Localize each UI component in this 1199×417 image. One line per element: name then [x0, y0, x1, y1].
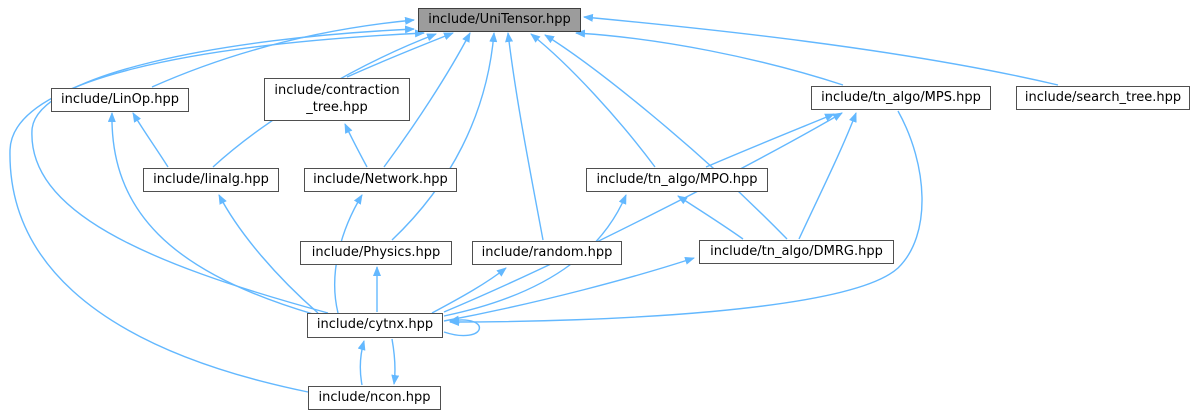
edge-dmrg-mpo [677, 195, 744, 240]
edge-network-contraction [344, 123, 368, 168]
edge-mpo-unitensor [530, 33, 656, 168]
edge-cytnx-linop [107, 112, 314, 315]
node-search-tree[interactable]: include/search_tree.hpp [1016, 86, 1190, 110]
node-network[interactable]: include/Network.hpp [304, 168, 457, 192]
edge-dmrg-unitensor [544, 34, 788, 240]
edge-network-unitensor [383, 32, 471, 168]
node-linalg[interactable]: include/linalg.hpp [143, 168, 279, 192]
edge-ncon-cytnx [357, 340, 366, 386]
edge-cytnx-self-loop [443, 315, 480, 337]
edge-dmrg-mps [798, 112, 857, 240]
edge-random-unitensor [505, 32, 544, 241]
node-physics[interactable]: include/Physics.hpp [300, 241, 452, 265]
node-linop[interactable]: include/LinOp.hpp [51, 88, 189, 112]
node-random[interactable]: include/random.hpp [472, 241, 622, 265]
node-mps[interactable]: include/tn_algo/MPS.hpp [811, 86, 991, 110]
edge-linop-unitensor [151, 16, 415, 88]
node-unitensor[interactable]: include/UniTensor.hpp [418, 8, 581, 32]
edge-cytnx-unitensor [31, 25, 415, 314]
edge-mpo-mps [705, 113, 835, 168]
edge-cytnx-ncon [391, 338, 400, 385]
edge-mps-cytnx [449, 110, 923, 326]
edge-linalg-linop [132, 112, 169, 168]
node-ncon[interactable]: include/ncon.hpp [308, 386, 441, 410]
edge-cytnx-dmrg [443, 256, 695, 322]
edge-mps-unitensor [575, 29, 844, 86]
edge-ncon-unitensor [9, 29, 425, 393]
edge-physics-unitensor [391, 32, 498, 241]
node-contraction-tree[interactable]: include/contraction _tree.hpp [264, 78, 410, 121]
edge-cytnx-random [431, 267, 507, 314]
node-dmrg[interactable]: include/tn_algo/DMRG.hpp [699, 240, 894, 264]
edge-searchtree-unitensor [583, 13, 1059, 86]
edge-cytnx-linalg [218, 194, 319, 314]
node-cytnx[interactable]: include/cytnx.hpp [307, 313, 443, 338]
node-mpo[interactable]: include/tn_algo/MPO.hpp [586, 168, 768, 192]
edge-contraction-unitensor [346, 32, 454, 78]
edge-cytnx-mps [443, 112, 843, 313]
